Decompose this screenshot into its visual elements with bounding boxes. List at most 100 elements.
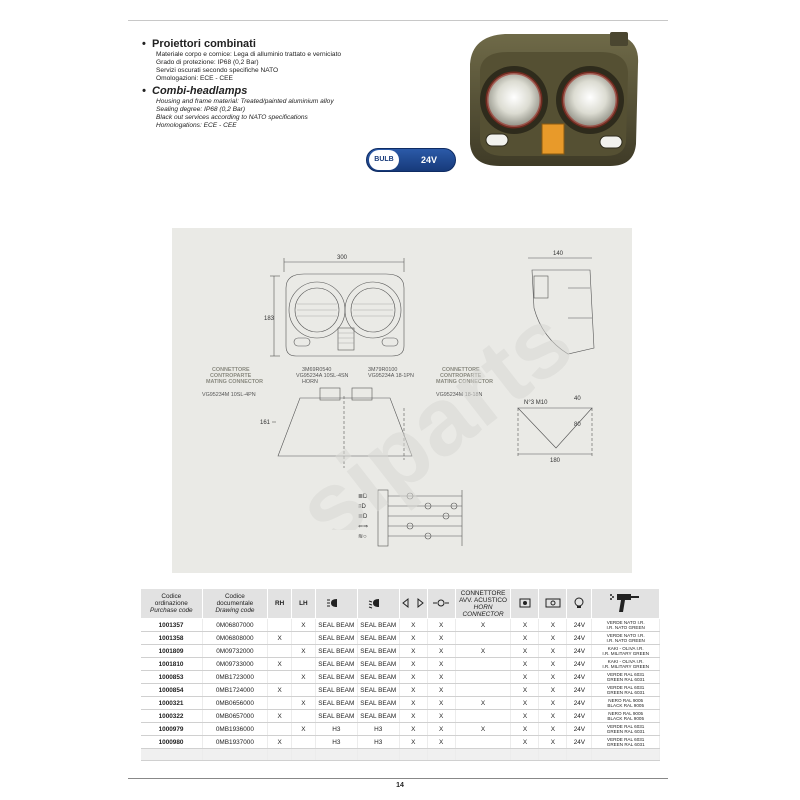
blackout-marker-cell: X — [538, 644, 568, 658]
position-cell: X — [427, 618, 456, 632]
color-cell: KAKI - OLIVA I.R.I.R. MILITARY GREEN — [591, 644, 660, 658]
high-beam-cell: SEAL BEAM — [315, 631, 358, 645]
header-rh: RH — [267, 588, 293, 619]
indicator-cell: X — [399, 657, 428, 671]
indicator-cell: X — [399, 631, 428, 645]
purchase-code: 1001809 — [140, 644, 203, 658]
section-title-italian: Proiettori combinati — [140, 38, 450, 51]
lh-cell: X — [291, 644, 316, 658]
high-beam-cell: SEAL BEAM — [315, 670, 358, 684]
lh-cell: X — [291, 696, 316, 710]
front-view: 300 183 — [264, 255, 405, 357]
indicator-cell: X — [399, 709, 428, 723]
blackout-beam-icon — [519, 598, 531, 607]
high-beam-cell: SEAL BEAM — [315, 657, 358, 671]
description-block: Proiettori combinati Materiale corpo e c… — [140, 38, 450, 132]
connector-right-code: VG95234M 18-18N — [436, 392, 483, 398]
voltage-cell: 24V — [566, 735, 593, 749]
blackout-beam-cell: X — [510, 618, 540, 632]
blackout-beam-cell: X — [510, 722, 540, 736]
bulb-label: BULB — [369, 150, 399, 170]
voltage-cell: 24V — [566, 631, 593, 645]
position-cell: X — [427, 709, 456, 723]
rh-cell: X — [267, 735, 293, 749]
connector-left-title: CONNETTORE — [212, 367, 250, 373]
lh-cell — [291, 709, 316, 723]
horn-cell — [455, 657, 512, 671]
purchase-code: 1000322 — [140, 709, 203, 723]
page-number: 14 — [396, 782, 404, 789]
table-header-row: Codice ordinazione Purchase code Codice … — [140, 588, 660, 619]
header-drawing-code: Codice documentale Drawing code — [201, 588, 269, 619]
spec-line: Black out services according to NATO spe… — [156, 114, 308, 121]
drawing-code: 0MB1724000 — [202, 683, 269, 697]
horn-cell — [455, 631, 512, 645]
watermark-text: siparts — [278, 310, 592, 530]
table-row: 1000322 0MB0657000 X SEAL BEAM SEAL BEAM… — [140, 709, 660, 723]
lh-cell — [291, 631, 316, 645]
indicator-cell: X — [399, 670, 428, 684]
table-row: 1001810 0M09733000 X SEAL BEAM SEAL BEAM… — [140, 657, 660, 671]
table-row: 1001809 0M09732000 X SEAL BEAM SEAL BEAM… — [140, 644, 660, 658]
connector-labels: CONNETTORE CONTROPARTE MATING CONNECTOR … — [202, 367, 493, 398]
svg-text:≣D: ≣D — [358, 491, 368, 500]
low-beam-cell: SEAL BEAM — [357, 709, 400, 723]
voltage-cell: 24V — [566, 657, 593, 671]
lh-cell — [291, 657, 316, 671]
drawing-code: 0MB0656000 — [202, 696, 269, 710]
watermark-logo: siparts — [278, 310, 592, 530]
position-cell: X — [427, 722, 456, 736]
position-cell: X — [427, 644, 456, 658]
blackout-marker-cell: X — [538, 670, 568, 684]
indicator-cell: X — [399, 618, 428, 632]
purchase-code: 1000321 — [140, 696, 203, 710]
lh-cell: X — [291, 722, 316, 736]
blackout-marker-cell: X — [538, 631, 568, 645]
dim-width: 300 — [337, 255, 348, 261]
high-beam-cell: SEAL BEAM — [315, 683, 358, 697]
connector-left-title2: CONTROPARTE — [210, 373, 252, 379]
purchase-code: 1000854 — [140, 683, 203, 697]
svg-text:≣D: ≣D — [358, 511, 368, 520]
dim-height: 183 — [264, 316, 275, 322]
table-row-empty — [140, 748, 660, 761]
indicator-cell: X — [399, 735, 428, 749]
blackout-beam-cell: X — [510, 631, 540, 645]
drawing-code: 0M09732000 — [202, 644, 269, 658]
drawing-code: 0M06808000 — [202, 631, 269, 645]
high-beam-cell: SEAL BEAM — [315, 709, 358, 723]
section-body-italian: Materiale corpo e cornice: Lega di allum… — [140, 51, 450, 83]
spray-gun-icon — [609, 593, 639, 612]
high-beam-icon — [327, 598, 338, 607]
horn-cell: X — [455, 722, 512, 736]
table-body: 1001357 0M06807000 X SEAL BEAM SEAL BEAM… — [140, 618, 660, 761]
high-beam-cell: H3 — [315, 735, 358, 749]
blackout-marker-cell: X — [538, 618, 568, 632]
header-bulb — [566, 588, 593, 619]
side-view: 140 — [528, 251, 595, 355]
position-cell: X — [427, 670, 456, 684]
header-lh: LH — [291, 588, 316, 619]
spec-line: Servizi oscurati secondo specifiche NATO — [156, 67, 279, 74]
lh-cell — [291, 735, 316, 749]
position-light-icon — [433, 599, 450, 606]
thread-spec: N°3 M10 — [524, 400, 548, 406]
spec-line: Homologations: ECE - CEE — [156, 122, 237, 129]
color-cell: VERDE NATO I.R.I.R. NATO GREEN — [591, 631, 660, 645]
dim-side: 80 — [574, 422, 581, 428]
spec-line: Omologazioni: ECE - CEE — [156, 75, 233, 82]
purchase-code: 1001357 — [140, 618, 203, 632]
blackout-marker-icon — [545, 598, 561, 607]
parts-table: Codice ordinazione Purchase code Codice … — [140, 588, 660, 761]
position-cell: X — [427, 657, 456, 671]
connector-right-title2: CONTROPARTE — [440, 373, 482, 379]
low-beam-cell: SEAL BEAM — [357, 657, 400, 671]
position-cell: X — [427, 683, 456, 697]
color-cell: KAKI - OLIVA I.R.I.R. MILITARY GREEN — [591, 657, 660, 671]
header-blackout-beam — [510, 588, 540, 619]
dim-base: 180 — [550, 458, 561, 464]
svg-text:≋○: ≋○ — [358, 534, 367, 540]
